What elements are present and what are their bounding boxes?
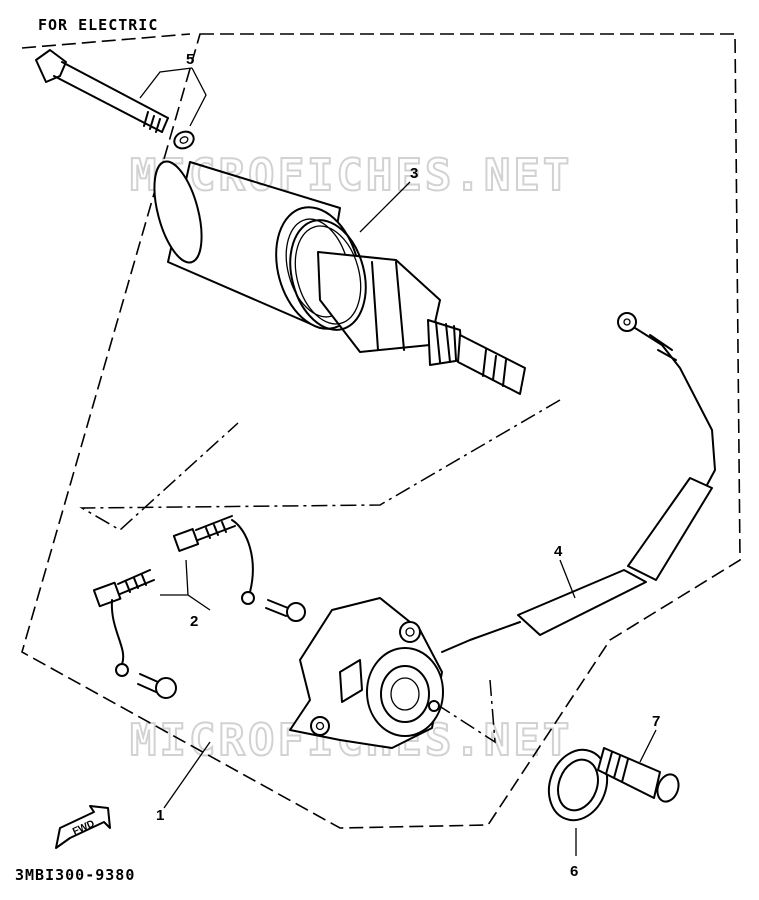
gasket-washer <box>547 748 609 822</box>
through-bolt <box>35 49 169 133</box>
leader-5 <box>139 67 207 127</box>
mounting-bolt <box>597 747 680 803</box>
callout-2: 2 <box>190 613 198 630</box>
brush-screw-upper <box>265 599 306 622</box>
lead-wire <box>441 312 716 653</box>
brush-holder-upper <box>172 515 255 605</box>
reference-line-screw <box>429 679 496 744</box>
brush-holder-lower <box>92 569 155 677</box>
callout-1: 1 <box>156 807 164 824</box>
reference-line-shaft <box>79 399 561 531</box>
o-ring <box>289 219 367 331</box>
leader-3 <box>359 181 411 233</box>
callout-4: 4 <box>554 543 563 560</box>
assembly-boundary <box>21 33 741 829</box>
leader-7 <box>639 729 657 763</box>
lock-washer <box>173 130 195 150</box>
brush-screw-lower <box>137 673 177 699</box>
watermark-top: MICROFICHES.NET <box>130 150 572 201</box>
fwd-arrow-icon: FWD <box>55 805 111 849</box>
callout-7: 7 <box>652 713 660 730</box>
leader-1 <box>163 741 211 809</box>
footer-part-number: 3MBI300-9380 <box>15 866 135 884</box>
leader-4 <box>559 559 576 599</box>
starter-end-cover <box>289 597 444 749</box>
callout-5: 5 <box>186 51 194 68</box>
leader-2 <box>160 559 211 611</box>
callout-3: 3 <box>410 165 418 182</box>
header-title: FOR ELECTRIC <box>38 16 158 34</box>
callout-6: 6 <box>570 863 578 880</box>
